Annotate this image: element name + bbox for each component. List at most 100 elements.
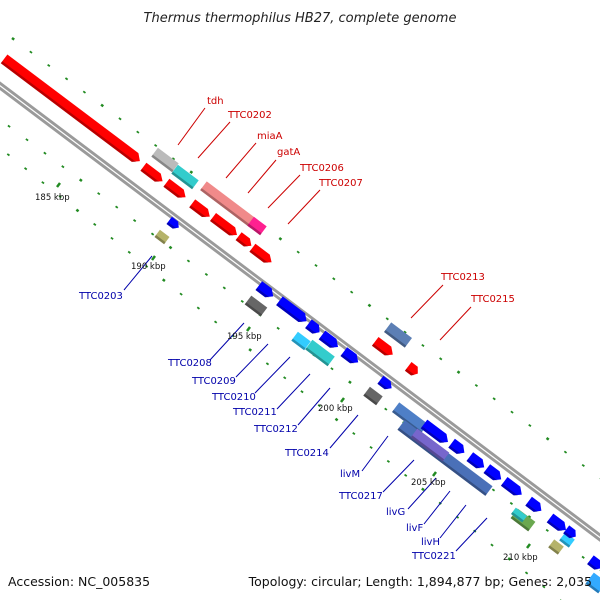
gene-label: TTC0210 [211, 392, 256, 403]
gene-arrow [563, 525, 576, 539]
leader-line [361, 435, 389, 472]
grid-dot [276, 326, 280, 330]
gene-shade [397, 427, 487, 496]
gene-arrow [546, 513, 566, 531]
gene-body [305, 339, 335, 367]
grid-dot [118, 117, 122, 121]
gene-body [466, 452, 485, 469]
leader-line [439, 306, 472, 341]
grid-dot [110, 236, 114, 240]
leader-line [225, 142, 257, 179]
gene-label: livG [386, 507, 405, 518]
gene-features [0, 54, 600, 594]
gene-arrow [249, 243, 272, 263]
gene-body [585, 572, 600, 594]
grid-dot [369, 445, 373, 449]
gene-arrow [384, 322, 412, 348]
gene-arrow [585, 572, 600, 594]
grid-dot [136, 130, 140, 134]
leader-line [287, 189, 321, 225]
gene-shade [500, 483, 519, 496]
grid-dot [82, 90, 87, 94]
grid-dot [509, 501, 514, 505]
leader-line [455, 517, 488, 552]
gene-shade [154, 234, 166, 245]
gene-body [404, 361, 418, 376]
gene-shade [244, 302, 263, 317]
gene-shade [384, 329, 407, 348]
gene-body [377, 375, 392, 390]
leader-line [382, 459, 415, 493]
gene-label: TTC0211 [232, 407, 277, 418]
gene-shade [291, 338, 306, 351]
gene-shade [305, 326, 317, 334]
grid-dot [214, 320, 218, 324]
topology-text: Topology: circular; Length: 1,894,877 bp… [248, 574, 592, 589]
gene-label: TTC0213 [440, 272, 485, 283]
grid-dot [439, 357, 443, 361]
gene-arrow [255, 281, 274, 298]
gene-shade [189, 205, 207, 218]
gene-body [247, 216, 267, 236]
grid-dot [330, 367, 334, 371]
grid-dot [43, 151, 47, 155]
gene-shade [247, 223, 262, 236]
grid-dot [161, 278, 166, 283]
grid-dot [491, 488, 496, 492]
gene-shade [305, 347, 330, 367]
grid-dot [240, 299, 244, 303]
grid-dot [384, 407, 388, 411]
leader-line [267, 174, 301, 209]
grid-dot [317, 404, 321, 408]
gene-shade [371, 343, 390, 356]
grid-dot [78, 178, 83, 182]
gene-shade [404, 368, 415, 376]
gene-shade [548, 545, 560, 555]
grid-dot [179, 292, 183, 296]
gene-arrow [466, 452, 485, 469]
gene-shade [510, 516, 530, 532]
gene-label: TTC0209 [191, 376, 236, 387]
gene-label: tdh [207, 96, 224, 107]
leader-line [123, 255, 153, 291]
gene-arrow [244, 295, 268, 317]
grid-dot [350, 290, 354, 294]
gene-body [587, 555, 600, 570]
grid-dot [563, 450, 568, 454]
gene-shade [525, 503, 538, 512]
gene-body [200, 181, 258, 229]
grid-dot [300, 390, 304, 394]
grid-dot [97, 192, 101, 196]
grid-dot [58, 195, 62, 199]
gene-arrow [318, 330, 338, 348]
grid-dot [524, 571, 529, 575]
gene-shade [210, 218, 234, 236]
gene-body [255, 281, 274, 298]
gene-shade [318, 337, 335, 348]
grid-dot [528, 423, 532, 427]
gene-shade [410, 435, 445, 462]
grid-dot [421, 343, 425, 347]
gene-arrow [163, 178, 186, 198]
gene-arrow [276, 296, 307, 323]
grid-dot [196, 306, 201, 310]
gene-arrow [404, 361, 418, 376]
grid-dot [100, 103, 105, 108]
gene-body [546, 513, 566, 531]
gene-arrow [511, 507, 527, 523]
grid-dot [186, 259, 191, 263]
gene-label: miaA [257, 131, 283, 142]
gene-body [210, 212, 237, 236]
grid-dot [168, 245, 173, 250]
leader-line [235, 343, 269, 378]
gene-arrow [0, 54, 140, 163]
grid-dot [93, 222, 97, 226]
gene-arrow [291, 331, 311, 351]
gene-body [340, 347, 359, 364]
grid-dot [265, 362, 270, 366]
gene-shade [483, 470, 498, 481]
scale-tick [246, 326, 251, 332]
scale-label: 190 kbp [131, 262, 166, 272]
grid-dot [386, 459, 391, 463]
